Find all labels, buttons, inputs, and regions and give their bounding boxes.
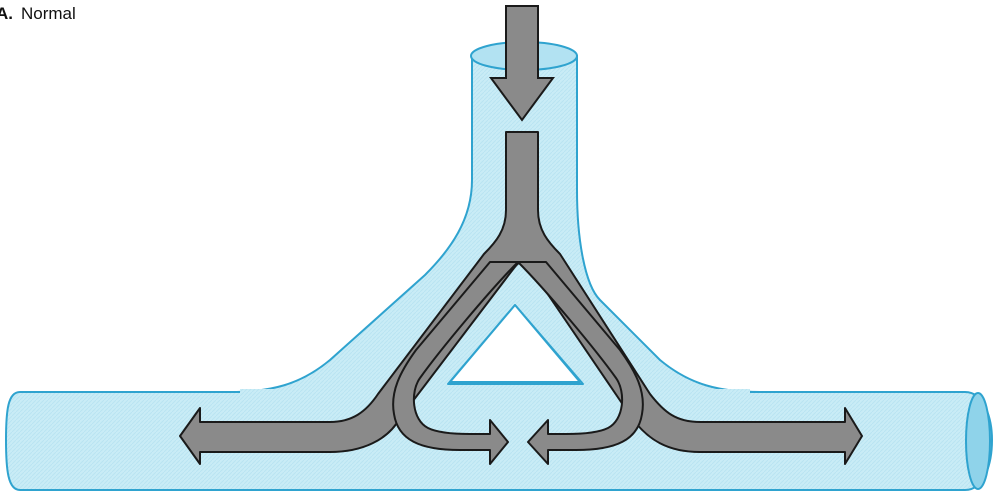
vessel-right-opening [966, 393, 990, 489]
